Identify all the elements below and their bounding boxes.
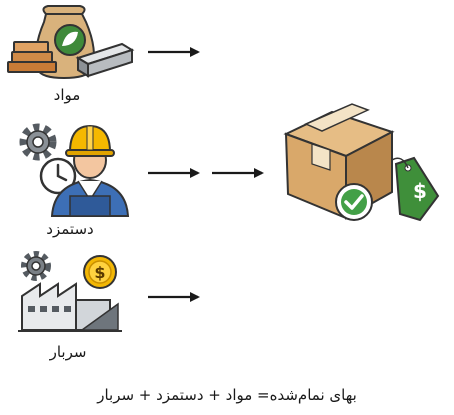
cost-formula: بهای نمام‌شده= مواد + دستمزد + سربار <box>97 386 357 404</box>
label-overhead: سربار <box>49 343 87 361</box>
priced-product-box-icon: $ <box>283 103 440 222</box>
materials-icon <box>7 5 135 80</box>
svg-text:$: $ <box>413 179 427 203</box>
label-materials: مواد <box>53 86 81 104</box>
worker-icon <box>19 123 130 217</box>
svg-text:$: $ <box>94 263 105 282</box>
factory-overhead-icon: $ <box>18 251 122 332</box>
label-labor: دستمزد <box>46 220 94 238</box>
